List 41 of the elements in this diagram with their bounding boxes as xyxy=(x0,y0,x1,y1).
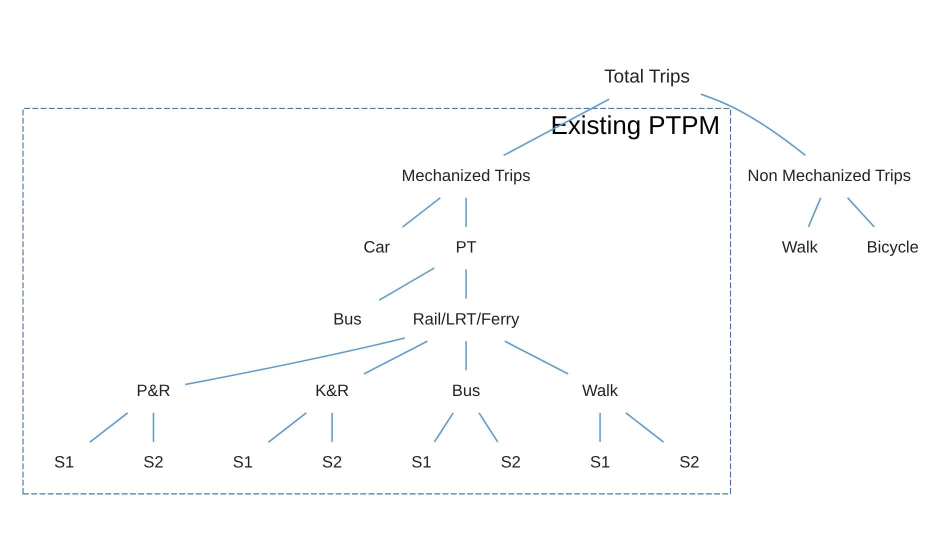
node-text: Mechanized Trips xyxy=(402,166,531,184)
connector xyxy=(847,196,875,227)
connector xyxy=(402,196,441,228)
connector xyxy=(504,340,569,374)
node-text: S2 xyxy=(143,453,164,472)
node-text: Car xyxy=(364,238,390,256)
connector xyxy=(700,92,806,156)
connector xyxy=(625,412,664,442)
node-text: S2 xyxy=(500,453,521,472)
node-text: Non Mechanized Trips xyxy=(747,166,912,184)
node-text: Walk xyxy=(582,382,618,400)
connector xyxy=(465,269,467,298)
node-text: S2 xyxy=(322,453,342,472)
node-text: Walk xyxy=(782,238,818,256)
node-text: S1 xyxy=(411,453,432,472)
node-text: Rail/LRT/Ferry xyxy=(412,310,520,328)
node-text: K&R xyxy=(315,382,350,400)
connector xyxy=(808,197,822,227)
connector xyxy=(478,412,498,442)
node-text: S2 xyxy=(679,453,700,472)
node-text: P&R xyxy=(136,382,170,400)
connector xyxy=(434,412,454,442)
node-text: Total Trips xyxy=(604,64,690,86)
connector xyxy=(503,98,610,156)
node-text: Bus xyxy=(333,310,362,328)
node-text: S1 xyxy=(54,453,74,472)
node-text: Bicycle xyxy=(866,238,919,256)
connector xyxy=(599,412,601,442)
connector xyxy=(152,412,154,442)
connector xyxy=(364,340,428,374)
node-text: Bus xyxy=(452,382,480,400)
connector xyxy=(89,412,128,442)
connector xyxy=(378,266,435,300)
node-text: S1 xyxy=(590,453,610,472)
connector xyxy=(268,412,307,442)
node-text: S1 xyxy=(232,453,253,472)
connector xyxy=(465,340,467,370)
connector xyxy=(185,336,405,385)
node-text: PT xyxy=(456,238,477,256)
connector xyxy=(465,197,467,226)
connector xyxy=(331,412,333,442)
